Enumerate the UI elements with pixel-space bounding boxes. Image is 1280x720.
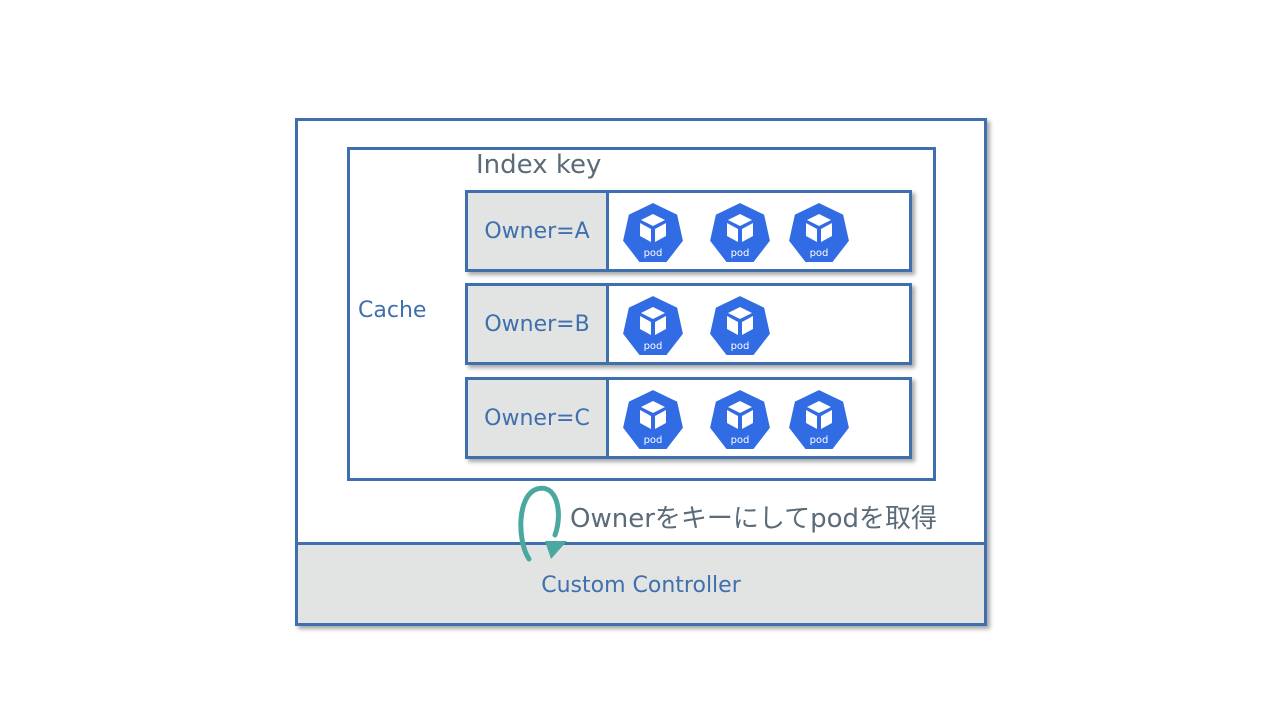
svg-text:pod: pod [810, 248, 829, 259]
loop-arrow-icon [518, 485, 567, 562]
loop-label: Ownerをキーにしてpodを取得 [570, 504, 938, 534]
pod-list: pod pod [609, 286, 909, 362]
pod-icon: pod [708, 201, 772, 264]
row-key: Owner=A [468, 193, 609, 269]
pod-icon: pod [708, 388, 772, 451]
svg-text:pod: pod [644, 435, 663, 446]
pod-list: pod pod pod [609, 380, 909, 456]
index-row-a: Owner=A pod pod pod [465, 190, 912, 272]
svg-text:pod: pod [731, 248, 750, 259]
pod-icon: pod [621, 294, 685, 357]
pod-icon: pod [621, 388, 685, 451]
svg-text:pod: pod [731, 341, 750, 352]
svg-text:pod: pod [644, 341, 663, 352]
controller-label: Custom Controller [541, 572, 741, 598]
row-key: Owner=C [468, 380, 609, 456]
svg-text:pod: pod [731, 435, 750, 446]
svg-text:pod: pod [644, 248, 663, 259]
pod-list: pod pod pod [609, 193, 909, 269]
pod-icon: pod [708, 294, 772, 357]
index-row-b: Owner=B pod pod [465, 283, 912, 365]
pod-icon: pod [621, 201, 685, 264]
index-key-label: Index key [476, 150, 602, 180]
cache-label: Cache [358, 298, 427, 323]
svg-text:pod: pod [810, 435, 829, 446]
controller-bar: Custom Controller [298, 542, 984, 623]
pod-icon: pod [787, 388, 851, 451]
index-row-c: Owner=C pod pod pod [465, 377, 912, 459]
pod-icon: pod [787, 201, 851, 264]
row-key: Owner=B [468, 286, 609, 362]
